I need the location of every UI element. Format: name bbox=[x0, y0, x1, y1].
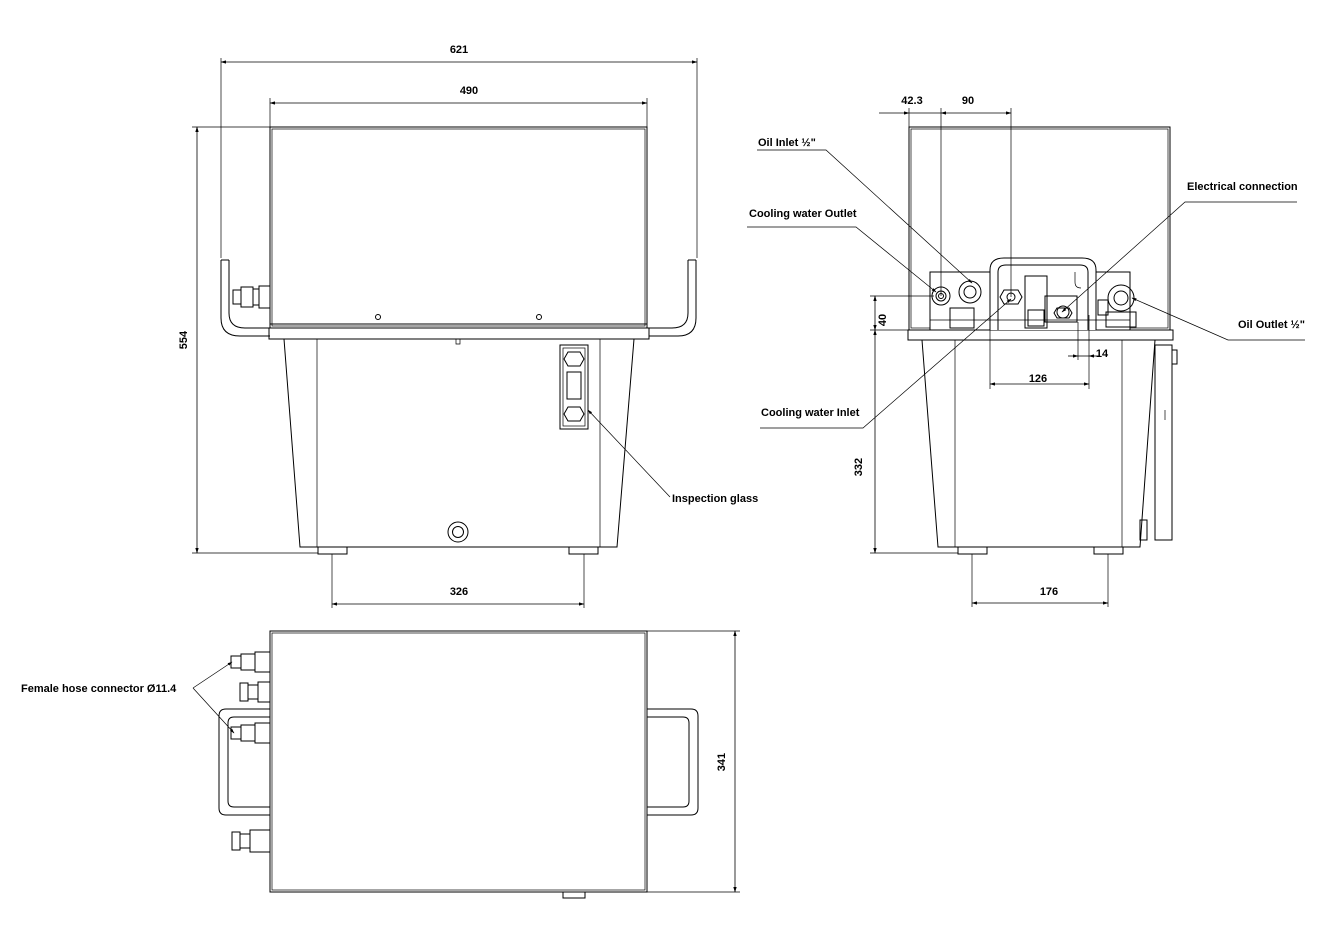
front-lid bbox=[269, 126, 648, 329]
dim-490: 490 bbox=[460, 85, 478, 97]
front-handle-right bbox=[647, 259, 697, 337]
top-body bbox=[269, 630, 648, 893]
inspection-glass bbox=[559, 344, 589, 430]
top-handle-left bbox=[218, 708, 270, 816]
dim-14: 14 bbox=[1096, 348, 1109, 360]
front-tank bbox=[283, 338, 635, 548]
front-view: 621 490 554 326 Inspection glass bbox=[178, 44, 758, 608]
label-inspection-glass: Inspection glass bbox=[672, 493, 758, 505]
front-foot-right bbox=[568, 546, 599, 555]
top-fitting-2 bbox=[239, 681, 271, 703]
front-hose-connector bbox=[232, 285, 271, 309]
top-handle-right bbox=[647, 708, 699, 816]
dim-554: 554 bbox=[178, 330, 190, 349]
top-view: 341 Female hose connector Ø11.4 bbox=[21, 630, 740, 899]
label-oil-outlet: Oil Outlet ½" bbox=[1238, 319, 1305, 331]
front-flange bbox=[268, 327, 650, 340]
side-tank bbox=[921, 339, 1156, 548]
top-fitting-4 bbox=[231, 829, 271, 853]
dim-126: 126 bbox=[1029, 373, 1047, 385]
dim-326: 326 bbox=[450, 586, 468, 598]
label-cooling-water-inlet: Cooling water Inlet bbox=[761, 407, 860, 419]
top-hose-connector-3 bbox=[230, 722, 271, 744]
label-cooling-water-outlet: Cooling water Outlet bbox=[749, 208, 857, 220]
side-components bbox=[929, 257, 1137, 331]
side-foot-left bbox=[957, 546, 988, 555]
dim-42-3: 42.3 bbox=[901, 95, 922, 107]
dim-90: 90 bbox=[962, 95, 974, 107]
top-hose-connector-1 bbox=[230, 651, 271, 673]
dim-176: 176 bbox=[1040, 586, 1058, 598]
dim-40: 40 bbox=[877, 314, 889, 326]
front-handle-left bbox=[220, 259, 270, 337]
side-electrical-box bbox=[1154, 344, 1173, 541]
side-foot-right bbox=[1093, 546, 1124, 555]
front-foot-left bbox=[317, 546, 348, 555]
side-flange bbox=[907, 329, 1174, 341]
dim-341: 341 bbox=[716, 753, 728, 771]
dim-621: 621 bbox=[450, 44, 468, 56]
front-drain-plug bbox=[447, 521, 469, 543]
side-view: 42.3 90 40 332 126 14 176 Oil Inlet ½" C… bbox=[747, 95, 1305, 607]
label-oil-inlet: Oil Inlet ½" bbox=[758, 137, 816, 149]
front-lid-screw-left bbox=[375, 314, 381, 320]
label-female-hose-connector: Female hose connector Ø11.4 bbox=[21, 683, 177, 695]
label-electrical-connection: Electrical connection bbox=[1187, 181, 1298, 193]
front-lid-screw-right bbox=[536, 314, 542, 320]
dim-332: 332 bbox=[853, 458, 865, 476]
